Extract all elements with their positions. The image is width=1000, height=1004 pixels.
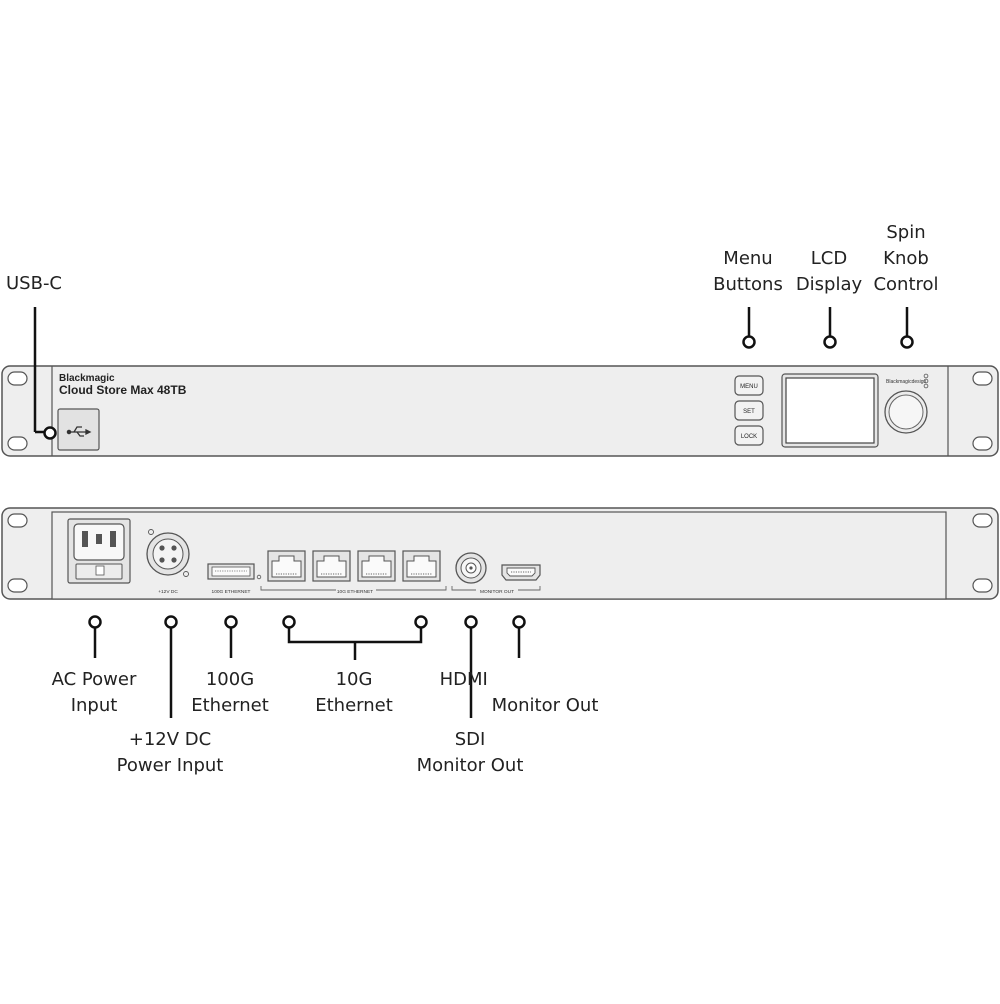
leader-eth10-dot <box>414 615 428 629</box>
eth10-port-label: 10G ETHERNET <box>337 589 373 595</box>
eth10-label-gap <box>336 587 376 594</box>
logo-text: Blackmagicdesign <box>886 379 927 385</box>
rj45-port-2 <box>312 550 351 582</box>
qsfp-100g-port <box>207 563 262 580</box>
lock-button[interactable] <box>734 425 764 446</box>
leader-knob-dot <box>900 335 914 349</box>
leader-lcd-dot <box>823 335 837 349</box>
callout-menu-line1: Menu <box>723 248 773 269</box>
rack-hole <box>972 578 993 593</box>
callout-ac-line2: Input <box>70 695 118 716</box>
callout-hdmi-line2: Monitor Out <box>491 695 599 716</box>
callout-usbc: USB-C <box>6 271 62 297</box>
rack-hole <box>972 513 993 528</box>
callout-dc-power: +12V DC Power Input <box>117 727 224 779</box>
rear-panel-inset <box>51 511 947 600</box>
brand-label: Blackmagic <box>59 373 115 384</box>
leader-menu-dot <box>742 335 756 349</box>
callout-lcd-display: LCD Display <box>796 246 862 298</box>
leader-lines <box>33 307 914 718</box>
callout-eth100-line2: Ethernet <box>191 695 269 716</box>
logo-icon <box>923 373 929 389</box>
leader-hdmi-dot <box>512 615 526 629</box>
lock-button-label: LOCK <box>741 434 757 440</box>
callout-dc-line2: Power Input <box>116 755 224 776</box>
callout-lcd-line1: LCD <box>810 248 848 269</box>
leader-eth100-dot <box>224 615 238 629</box>
sdi-bnc-connector <box>455 552 487 584</box>
callout-sdi-line2: Monitor Out <box>416 755 524 776</box>
callout-10g-ethernet: 10G Ethernet <box>315 667 393 719</box>
rj45-port-4 <box>402 550 441 582</box>
menu-button-label: MENU <box>740 384 758 390</box>
callout-eth100-line1: 100G <box>205 669 255 690</box>
rack-hole <box>7 436 28 451</box>
callout-eth10-line2: Ethernet <box>315 695 393 716</box>
set-button[interactable] <box>734 400 764 421</box>
dc-port-label: +12V DC <box>158 589 178 595</box>
usb-c-port-cover <box>57 408 100 451</box>
leader-eth10-bracket <box>287 627 423 644</box>
rack-hole <box>972 436 993 451</box>
rack-hole <box>7 371 28 386</box>
callout-hdmi-monitor: HDMI Monitor Out <box>440 667 599 719</box>
leader-dc-dot <box>164 615 178 629</box>
rj45-port-3 <box>357 550 396 582</box>
eth100-port-label: 100G ETHERNET <box>212 589 251 595</box>
model-label: Cloud Store Max 48TB <box>59 383 187 397</box>
callout-ac-line1: AC Power <box>51 669 137 690</box>
monitor-label-gap <box>476 587 518 594</box>
usb-icon <box>66 426 92 437</box>
callout-lcd-line2: Display <box>795 274 863 295</box>
rack-hole <box>7 513 28 528</box>
callout-usbc-line1: USB-C <box>5 273 63 294</box>
callout-knob-line1: Spin <box>886 222 926 243</box>
callout-100g-ethernet: 100G Ethernet <box>191 667 269 719</box>
ac-power-inlet <box>67 518 131 584</box>
leader-ac-dot <box>88 615 102 629</box>
callout-spin-knob: Spin Knob Control <box>873 220 938 298</box>
callout-sdi-monitor: SDI Monitor Out <box>417 727 524 779</box>
callout-knob-line3: Control <box>873 274 939 295</box>
spin-knob-inner <box>888 394 924 430</box>
rear-panel: +12V DC 100G ETHERNET <box>1 507 999 600</box>
rack-hole <box>7 578 28 593</box>
dc-xlr-connector <box>146 529 190 577</box>
rack-hole <box>972 371 993 386</box>
callout-sdi-line1: SDI <box>454 729 486 750</box>
menu-button[interactable] <box>734 375 764 396</box>
callout-menu-buttons: Menu Buttons <box>713 246 783 298</box>
hdmi-port <box>501 564 541 581</box>
callout-knob-line2: Knob <box>883 248 929 269</box>
front-panel: Blackmagic Cloud Store Max 48TB MENU SET… <box>1 365 999 457</box>
lcd-screen <box>785 377 875 444</box>
set-button-label: SET <box>743 409 755 415</box>
monitor-out-port-label: MONITOR OUT <box>480 589 514 595</box>
callout-menu-line2: Buttons <box>713 274 783 295</box>
leader-eth10-dot <box>282 615 296 629</box>
callout-eth10-line1: 10G <box>335 669 373 690</box>
leader-sdi-dot <box>464 615 478 629</box>
callout-dc-line1: +12V DC <box>128 729 212 750</box>
callout-hdmi-line1: HDMI <box>439 669 488 690</box>
leader-usbc-dot <box>43 426 57 440</box>
callout-ac-power: AC Power Input <box>52 667 137 719</box>
rj45-port-1 <box>267 550 306 582</box>
